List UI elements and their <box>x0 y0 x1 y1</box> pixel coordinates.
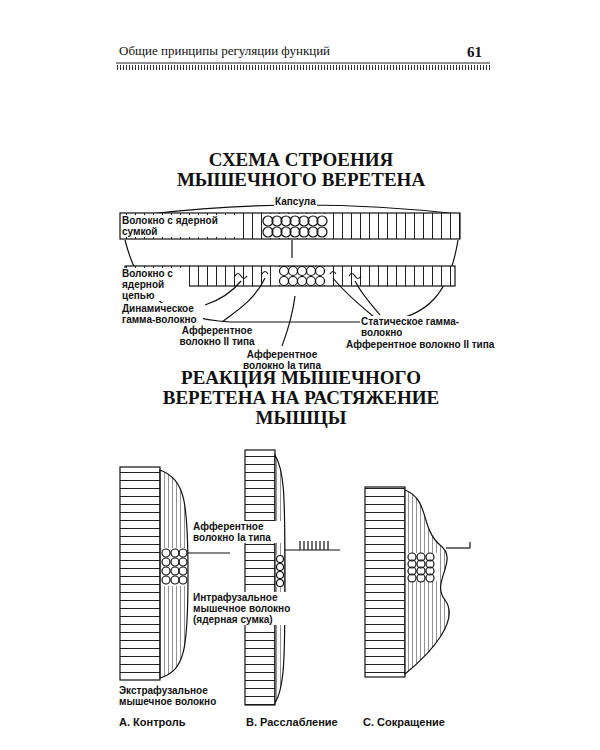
coil-turn <box>162 558 170 566</box>
part-label: Афферентное волокно II типа <box>345 339 495 350</box>
coil-turn <box>417 574 425 582</box>
coil-turn <box>179 567 187 575</box>
coil-turn <box>307 267 316 276</box>
part-label: Динамическое гамма-волокно <box>121 303 203 325</box>
afferent-line <box>469 542 470 548</box>
leader-line <box>222 278 265 322</box>
part-label: Экстрафузальное мышечное волокно <box>118 685 240 707</box>
coil-turn <box>317 227 327 237</box>
spike <box>299 541 300 550</box>
part-label: Афферентное волокно Ia типа <box>192 521 284 543</box>
spike <box>315 541 316 550</box>
coil-turn <box>277 556 284 563</box>
coil-turn <box>280 267 289 276</box>
header-rule <box>116 63 490 64</box>
coil-turn <box>280 277 289 286</box>
coil-turn <box>162 549 170 557</box>
coil-turn <box>298 267 307 276</box>
coil-turn <box>171 549 179 557</box>
spike <box>323 541 324 550</box>
coil-turn <box>179 576 187 584</box>
intrafusal-fiber <box>275 455 285 703</box>
title: СХЕМА СТРОЕНИЯ МЫШЕЧНОГО ВЕРЕТЕНА <box>160 150 442 190</box>
coil-turn <box>277 572 284 579</box>
stretch-reaction <box>120 450 470 705</box>
coil-turn <box>307 277 316 286</box>
part-label: Интрафузальное мышечное волокно (ядерная… <box>192 592 304 625</box>
part-label: Волокно с ядерной цепью <box>121 268 189 301</box>
part-label: Афферентное волокно II типа <box>168 325 266 347</box>
afferent-line <box>188 552 230 553</box>
coil-turn <box>277 580 284 587</box>
coil-turn <box>179 549 187 557</box>
coil-turn <box>316 267 325 276</box>
coil-turn <box>298 277 307 286</box>
panel-label: С. Сокращение <box>362 716 446 728</box>
type2-ending <box>262 272 268 275</box>
coil-turn <box>408 574 416 582</box>
coil-turn <box>426 574 434 582</box>
coil-turn <box>171 576 179 584</box>
coil <box>162 549 434 587</box>
intrafusal-fiber <box>160 470 188 678</box>
spike <box>303 541 304 550</box>
coil-turn <box>316 277 325 286</box>
coil-turn <box>277 564 284 571</box>
extrafusal-fiber <box>365 487 405 677</box>
part-label: Статическое гамма-волокно <box>360 316 466 338</box>
spike <box>327 541 328 550</box>
panel-label: А. Контроль <box>118 716 186 728</box>
running-head: Общие принципы регуляции функций <box>118 44 331 58</box>
coil-turn <box>317 216 327 226</box>
page-number: 61 <box>466 44 483 61</box>
leader-line <box>205 281 241 305</box>
intrafusal-fiber <box>405 490 449 674</box>
gamma-ending <box>349 274 361 279</box>
extrafusal-fiber <box>245 450 275 705</box>
part-label: Волокно с ядерной сумкой <box>121 215 241 237</box>
coil-turn <box>171 567 179 575</box>
afferent-line <box>446 547 470 548</box>
leader-line <box>282 296 295 346</box>
coil-turn <box>179 558 187 566</box>
gamma-ending <box>235 274 247 279</box>
spike <box>319 541 320 550</box>
leader-line <box>355 281 380 315</box>
part-label: Афферентное волокно Ia типа <box>226 349 338 371</box>
spike <box>307 541 308 550</box>
nuclear-bag-fiber <box>120 213 460 239</box>
part-label: Капсула <box>274 196 317 207</box>
coil-turn <box>289 267 298 276</box>
coil-turn <box>289 277 298 286</box>
coil-turn <box>171 558 179 566</box>
header-rule <box>116 65 490 70</box>
coil-turn <box>162 567 170 575</box>
discharge <box>300 541 328 550</box>
heading: РЕАКЦИЯ МЫШЕЧНОГО ВЕРЕТЕНА НА РАСТЯЖЕНИЕ… <box>150 368 452 428</box>
type2-ending <box>330 272 336 275</box>
spike <box>311 541 312 550</box>
coil-turn <box>162 576 170 584</box>
panel-label: В. Расслабление <box>245 716 339 728</box>
leader-line <box>291 240 292 258</box>
coil <box>263 216 327 286</box>
extrafusal-fiber <box>120 467 160 680</box>
